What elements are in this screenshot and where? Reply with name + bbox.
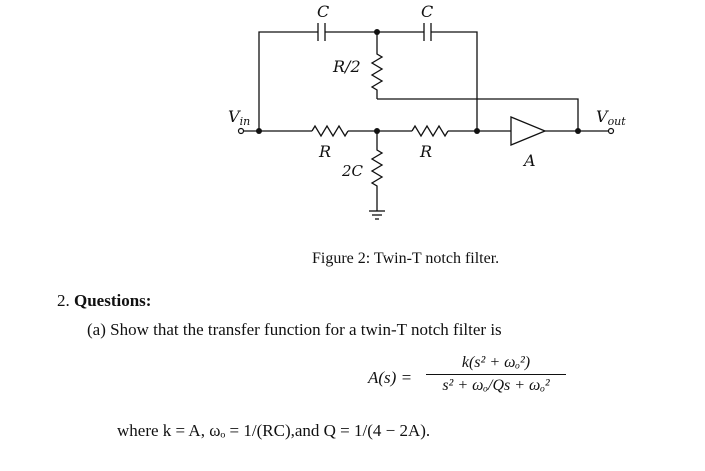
section-heading: 2. Questions: bbox=[57, 291, 151, 311]
top-left-wire bbox=[258, 31, 318, 131]
amplifier-triangle bbox=[510, 116, 547, 146]
label-vin: Vin bbox=[228, 107, 250, 128]
junction-mid bbox=[374, 128, 380, 134]
terminal-vout bbox=[607, 127, 615, 135]
feedback-wire bbox=[377, 98, 579, 131]
label-r-half: R/2 bbox=[332, 57, 361, 76]
where-clause: where k = A, ωₒ = 1/(RC),and Q = 1/(4 − … bbox=[117, 421, 431, 440]
label-2c: 2C bbox=[341, 162, 364, 180]
section-number: 2. bbox=[57, 291, 70, 310]
junction-top bbox=[374, 29, 380, 35]
branch-2c bbox=[370, 131, 384, 211]
junction-input bbox=[256, 128, 262, 134]
fraction-bar bbox=[426, 374, 566, 375]
figure-caption: Figure 2: Twin-T notch filter. bbox=[312, 250, 500, 267]
section-title: Questions: bbox=[74, 291, 152, 310]
label-r-left: R bbox=[318, 142, 331, 161]
label-cap-left: C bbox=[317, 2, 329, 21]
junction-right bbox=[474, 128, 480, 134]
terminal-vin bbox=[237, 127, 245, 135]
equation-fraction: k(s² + ωₒ²) s² + ωₒ/Qs + ωₒ² bbox=[426, 354, 566, 395]
equation-numerator: k(s² + ωₒ²) bbox=[461, 354, 531, 371]
label-r-right: R bbox=[419, 142, 432, 161]
twin-t-circuit-diagram: Vin Vout C C R/2 R R 2C A bbox=[228, 2, 626, 220]
resistor-r-left bbox=[311, 124, 349, 138]
junction-output bbox=[575, 128, 581, 134]
equation-lhs: A(s) = bbox=[368, 368, 413, 387]
label-vout: Vout bbox=[596, 107, 626, 128]
resistor-r-right bbox=[411, 124, 449, 138]
resistor-r-half bbox=[370, 32, 384, 99]
label-amp: A bbox=[522, 151, 536, 170]
equation-denominator: s² + ωₒ/Qs + ωₒ² bbox=[442, 377, 550, 394]
item-text: Show that the transfer function for a tw… bbox=[110, 320, 502, 339]
label-cap-right: C bbox=[421, 2, 433, 21]
top-right-wire bbox=[431, 31, 478, 131]
item-marker: (a) bbox=[87, 320, 106, 339]
question-item-a: (a) Show that the transfer function for … bbox=[87, 320, 502, 340]
